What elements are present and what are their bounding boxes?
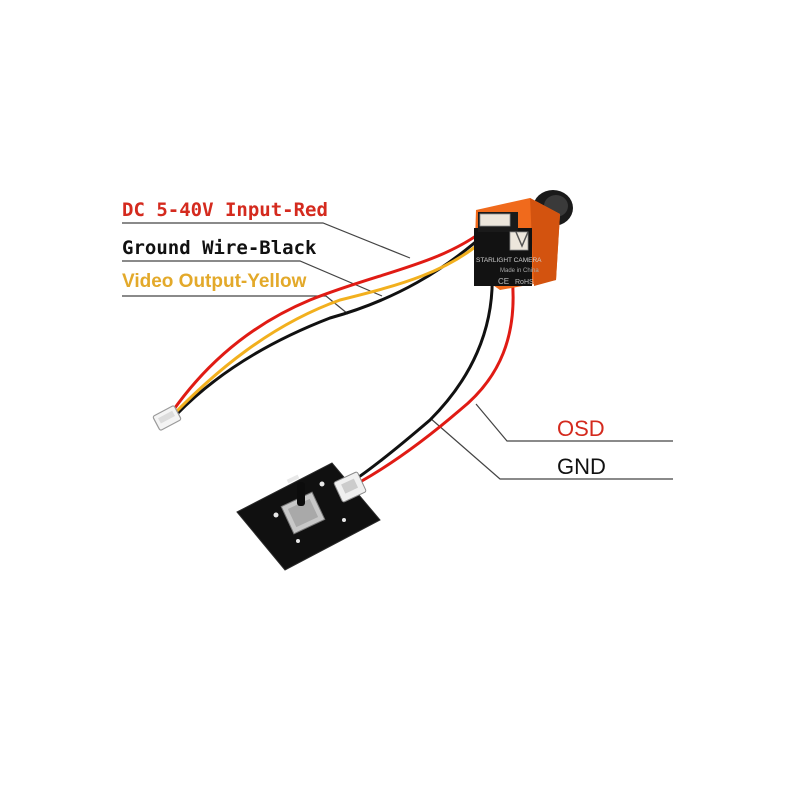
leader-line-osd bbox=[475, 403, 673, 442]
leader-line-power bbox=[122, 222, 411, 259]
label-gnd: GND bbox=[557, 454, 606, 479]
osd-harness bbox=[348, 268, 515, 485]
label-power-input: DC 5-40V Input-Red bbox=[122, 199, 328, 221]
leader-line-gnd bbox=[429, 417, 673, 480]
osd-wire-black bbox=[348, 268, 494, 485]
camera-origin-text: Made in China bbox=[500, 268, 539, 274]
joystick-board-icon bbox=[236, 462, 381, 571]
label-ground-wire: Ground Wire-Black bbox=[122, 237, 317, 259]
label-osd: OSD bbox=[557, 416, 605, 441]
osd-wire-red bbox=[358, 274, 515, 484]
camera-rohs-text: RoHS bbox=[515, 279, 534, 286]
camera-cert-text: CE bbox=[498, 277, 509, 286]
wire-yellow bbox=[172, 234, 490, 416]
wire-black bbox=[174, 230, 489, 417]
leader-line-video bbox=[122, 295, 349, 315]
main-harness bbox=[170, 226, 490, 417]
jst-connector-icon bbox=[152, 405, 182, 431]
wire-red bbox=[170, 226, 489, 414]
brand-logo-icon bbox=[515, 231, 529, 248]
camera-model-text: STARLIGHT CAMERA bbox=[476, 257, 542, 264]
fpv-camera-icon: STARLIGHT CAMERA Made in China CE RoHS bbox=[474, 190, 573, 290]
label-video-output: Video Output-Yellow bbox=[122, 271, 307, 292]
